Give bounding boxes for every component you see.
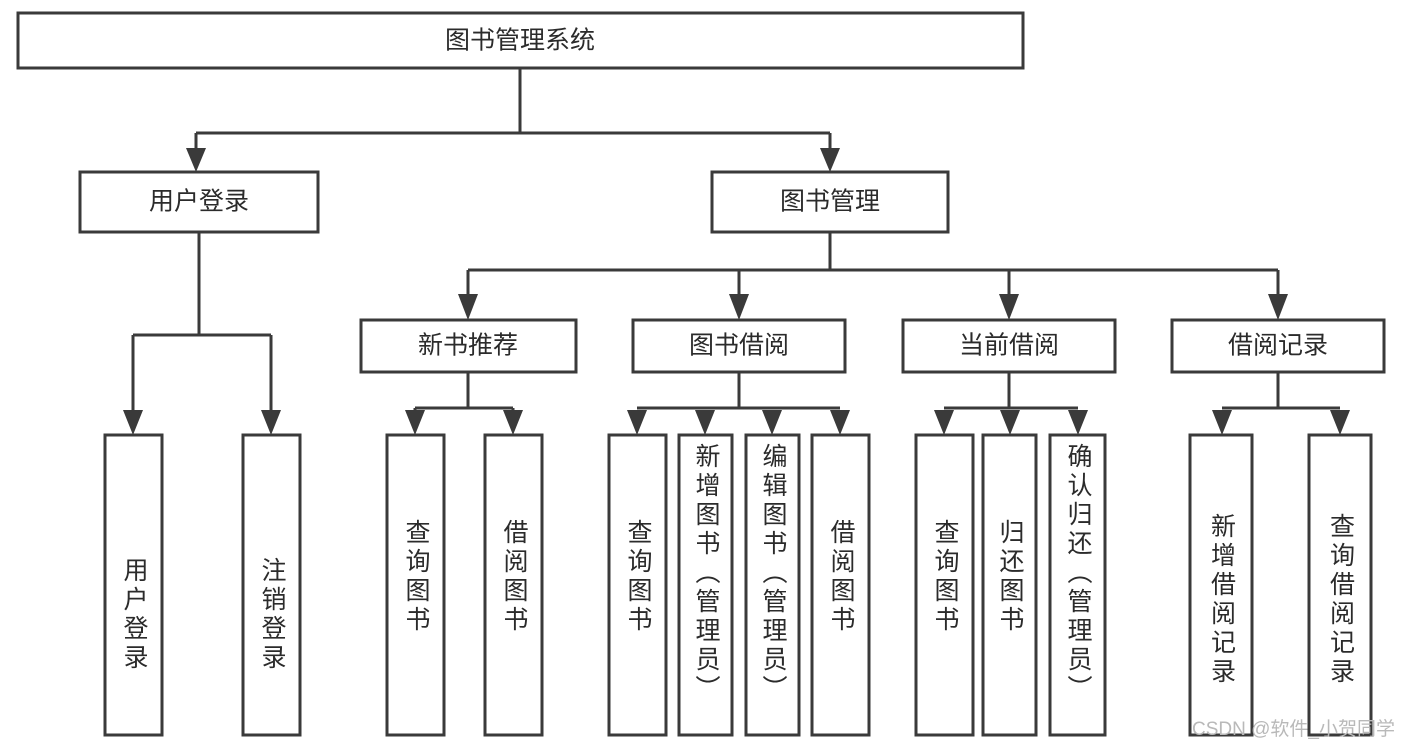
leaf-box-borrow-3[interactable] <box>810 433 871 737</box>
node-book-borrow-label: 图书借阅 <box>689 332 789 360</box>
leaf-box-borrow-1[interactable] <box>677 433 734 737</box>
arrow-level2-0-icon <box>458 294 478 320</box>
leaf-box-borrow-2[interactable] <box>744 433 801 737</box>
arrow-recommend-leaf-0-icon <box>405 410 425 435</box>
leaf-box-current-0[interactable] <box>914 433 975 737</box>
leaf-box-record-0[interactable] <box>1188 433 1254 737</box>
node-user-login-label: 用户登录 <box>149 188 249 216</box>
node-book-manage-box[interactable] <box>710 170 950 234</box>
leaf-box-recommend-0[interactable] <box>385 433 446 737</box>
node-current-borrow-label: 当前借阅 <box>959 332 1059 360</box>
node-borrow-record-label: 借阅记录 <box>1228 332 1328 360</box>
leaf-box-record-1[interactable] <box>1307 433 1373 737</box>
arrow-level2-2-icon <box>999 294 1019 320</box>
arrow-borrow-leaf-1-icon <box>695 410 715 435</box>
node-root-label: 图书管理系统 <box>445 27 595 55</box>
node-borrow-record-box[interactable] <box>1170 318 1386 374</box>
arrow-level2-3-icon <box>1268 294 1288 320</box>
leaf-box-user-login-1[interactable] <box>241 433 302 737</box>
node-current-borrow-box[interactable] <box>901 318 1117 374</box>
arrow-borrow-leaf-2-icon <box>762 410 782 435</box>
arrow-recommend-leaf-1-icon <box>503 410 523 435</box>
node-book-borrow-box[interactable] <box>631 318 847 374</box>
arrow-borrow-leaf-0-icon <box>627 410 647 435</box>
arrow-level2-1-icon <box>729 294 749 320</box>
node-root-box[interactable] <box>16 11 1025 70</box>
arrow-level1-1-icon <box>820 148 840 172</box>
arrow-user-login-leaf-1-icon <box>261 410 281 435</box>
leaf-box-user-login-0[interactable] <box>103 433 164 737</box>
leaf-box-recommend-1[interactable] <box>483 433 544 737</box>
arrow-current-leaf-1-icon <box>1000 410 1020 435</box>
arrow-level1-0-icon <box>186 148 206 172</box>
arrow-record-leaf-0-icon <box>1212 410 1232 435</box>
arrow-user-login-leaf-0-icon <box>123 410 143 435</box>
arrow-current-leaf-0-icon <box>934 410 954 435</box>
leaf-box-borrow-0[interactable] <box>607 433 668 737</box>
node-new-book-recommend-box[interactable] <box>359 318 578 374</box>
leaf-box-current-1[interactable] <box>981 433 1038 737</box>
arrow-borrow-leaf-3-icon <box>830 410 850 435</box>
node-book-manage-label: 图书管理 <box>780 188 880 216</box>
arrow-record-leaf-1-icon <box>1330 410 1350 435</box>
node-new-book-recommend-label: 新书推荐 <box>418 332 518 360</box>
arrow-current-leaf-2-icon <box>1068 410 1088 435</box>
leaf-box-current-2[interactable] <box>1048 433 1107 737</box>
